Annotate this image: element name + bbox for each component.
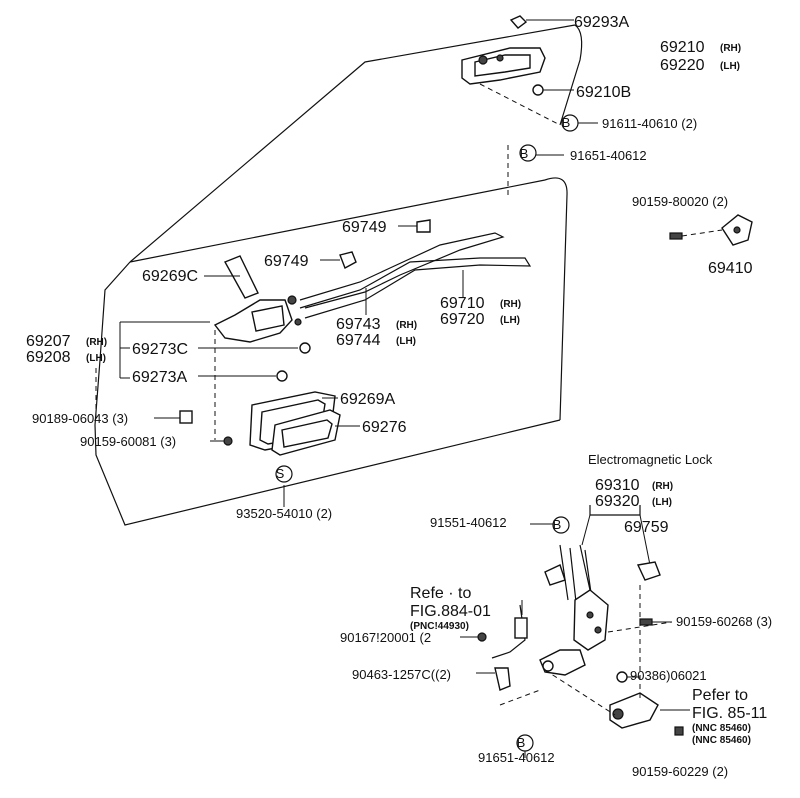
title-electromagnetic-lock: Electromagnetic Lock xyxy=(588,452,713,467)
refer1-line1: Refe · to xyxy=(410,585,471,602)
label-91651-bottom: 91651-40612 xyxy=(478,750,555,765)
label-91551: 91551-40612 xyxy=(430,515,507,530)
label-90159-60229: 90159-60229 (2) xyxy=(632,764,728,779)
bracket-lines-69207 xyxy=(95,321,210,420)
label-69320: 69320 xyxy=(595,493,640,510)
door-outline xyxy=(94,24,583,526)
marker-circles xyxy=(275,114,598,758)
label-69210B: 69210B xyxy=(576,84,631,101)
label-69207-rh: (RH) xyxy=(86,337,107,348)
label-69310: 69310 xyxy=(595,477,640,494)
label-69720-lh: (LH) xyxy=(500,315,520,326)
label-93520: 93520-54010 (2) xyxy=(236,506,332,521)
label-69710-rh: (RH) xyxy=(500,299,521,310)
label-69269C: 69269C xyxy=(142,268,198,285)
circle-s: S xyxy=(276,466,285,481)
label-69749-a: 69749 xyxy=(342,219,387,236)
label-69207: 69207 xyxy=(26,333,71,350)
screws-lower-left xyxy=(154,410,285,507)
label-91651-top: 91651-40612 xyxy=(570,148,647,163)
label-69273C: 69273C xyxy=(132,341,188,358)
label-69220: 69220 xyxy=(660,57,705,74)
label-69276: 69276 xyxy=(362,419,407,436)
circle-b-3: B xyxy=(553,517,562,532)
label-69749-b: 69749 xyxy=(264,253,309,270)
label-69208-lh: (LH) xyxy=(86,353,106,364)
inside-handle-upper xyxy=(461,15,574,126)
label-69743-rh: (RH) xyxy=(396,320,417,331)
refer1-line3: (PNC!44930) xyxy=(410,621,469,632)
label-69744-lh: (LH) xyxy=(396,336,416,347)
label-69320-lh: (LH) xyxy=(652,497,672,508)
circle-b-2: B xyxy=(520,146,529,161)
label-69210-rh: (RH) xyxy=(720,43,741,54)
label-90159-80020: 90159-80020 (2) xyxy=(632,194,728,209)
label-69744: 69744 xyxy=(336,332,381,349)
label-69720: 69720 xyxy=(440,311,485,328)
label-91611: 91611-40610 (2) xyxy=(602,116,697,131)
circle-b-4: B xyxy=(517,735,526,750)
inside-handle-assembly xyxy=(198,255,311,440)
label-69220-lh: (LH) xyxy=(720,61,740,72)
lock-cable xyxy=(460,600,528,691)
label-69410: 69410 xyxy=(708,260,753,277)
bracket-69410 xyxy=(669,214,753,246)
label-90189: 90189-06043 (3) xyxy=(32,411,128,426)
label-69208: 69208 xyxy=(26,349,71,366)
bezel-69269A xyxy=(249,391,360,456)
label-69210: 69210 xyxy=(660,39,705,56)
electromagnetic-lock xyxy=(499,505,690,736)
label-90159-60081: 90159-60081 (3) xyxy=(80,434,176,449)
label-69293A: 69293A xyxy=(574,14,629,31)
circle-b-1: B xyxy=(562,115,571,130)
rods xyxy=(299,219,532,319)
label-90167: 90167!20001 (2 xyxy=(340,630,431,645)
label-69273A: 69273A xyxy=(132,369,187,386)
label-69710: 69710 xyxy=(440,295,485,312)
label-69743: 69743 xyxy=(336,316,381,333)
refer2-line1: Pefer to xyxy=(692,687,748,704)
refer2-line4: (NNC 85460) xyxy=(692,735,751,746)
label-69269A: 69269A xyxy=(340,391,395,408)
label-69310-rh: (RH) xyxy=(652,481,673,492)
label-69759: 69759 xyxy=(624,519,669,536)
label-90386: 90386)06021 xyxy=(630,668,707,683)
label-90463: 90463-1257C((2) xyxy=(352,667,451,682)
label-90159-60268: 90159-60268 (3) xyxy=(676,614,772,629)
refer1-line2: FIG.884-01 xyxy=(410,603,491,620)
refer2-line2: FIG. 85-11 xyxy=(692,705,767,722)
refer2-line3: (NNC 85460) xyxy=(692,723,751,734)
